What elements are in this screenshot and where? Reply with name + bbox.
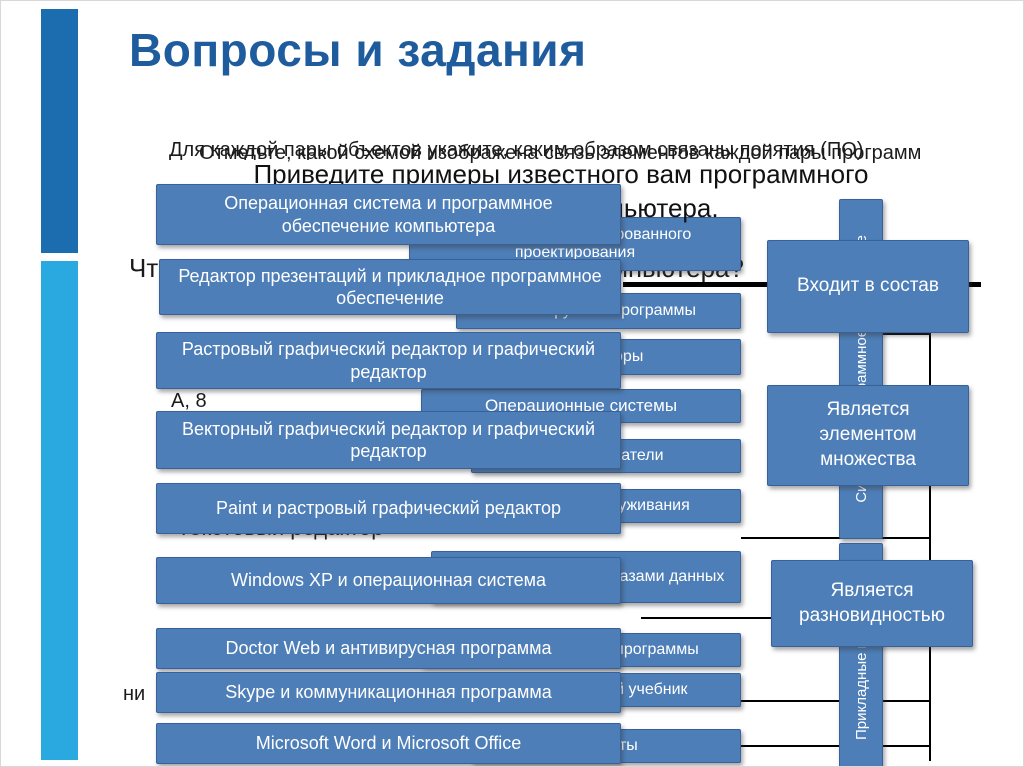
pair-box-1: Операционная система и программное обесп… <box>156 184 621 245</box>
relation-box-part-of: Входит в состав <box>767 240 969 333</box>
question-overlay-1: Для каждой пары объектов укажите, каким … <box>169 139 864 161</box>
relation-box-kind-of: Является разновидностью <box>771 560 973 647</box>
relation-box-element-of-set: Является элементом множества <box>767 385 969 486</box>
pair-box-4: Векторный графический редактор и графиче… <box>156 411 621 469</box>
pair-box-6: Windows XP и операционная система <box>156 557 621 604</box>
pair-box-3: Растровый графический редактор и графиче… <box>156 332 621 389</box>
scheme-line-3 <box>883 333 931 335</box>
question-overlay-2: Отметьте, какой схемой изображена связь … <box>199 142 922 164</box>
fragment-ni: ни <box>123 683 146 705</box>
scheme-line-2 <box>929 282 931 761</box>
scheme-line-7 <box>629 745 931 747</box>
pair-box-7: Doctor Web и антивирусная программа <box>156 628 621 669</box>
slide-title: Вопросы и задания <box>129 24 587 76</box>
scheme-line-6 <box>641 700 931 702</box>
pair-box-9: Microsoft Word и Microsoft Office <box>156 723 621 764</box>
pair-box-8: Skype и коммуникационная программа <box>156 672 621 713</box>
sidebar-accent-top <box>41 9 78 253</box>
pair-box-5: Paint и растровый графический редактор <box>156 483 621 534</box>
fragment-letters: А, 8 <box>171 390 207 412</box>
sidebar-accent-bottom <box>41 261 78 760</box>
pair-box-2: Редактор презентаций и прикладное програ… <box>159 259 621 315</box>
scheme-line-4 <box>741 537 931 539</box>
